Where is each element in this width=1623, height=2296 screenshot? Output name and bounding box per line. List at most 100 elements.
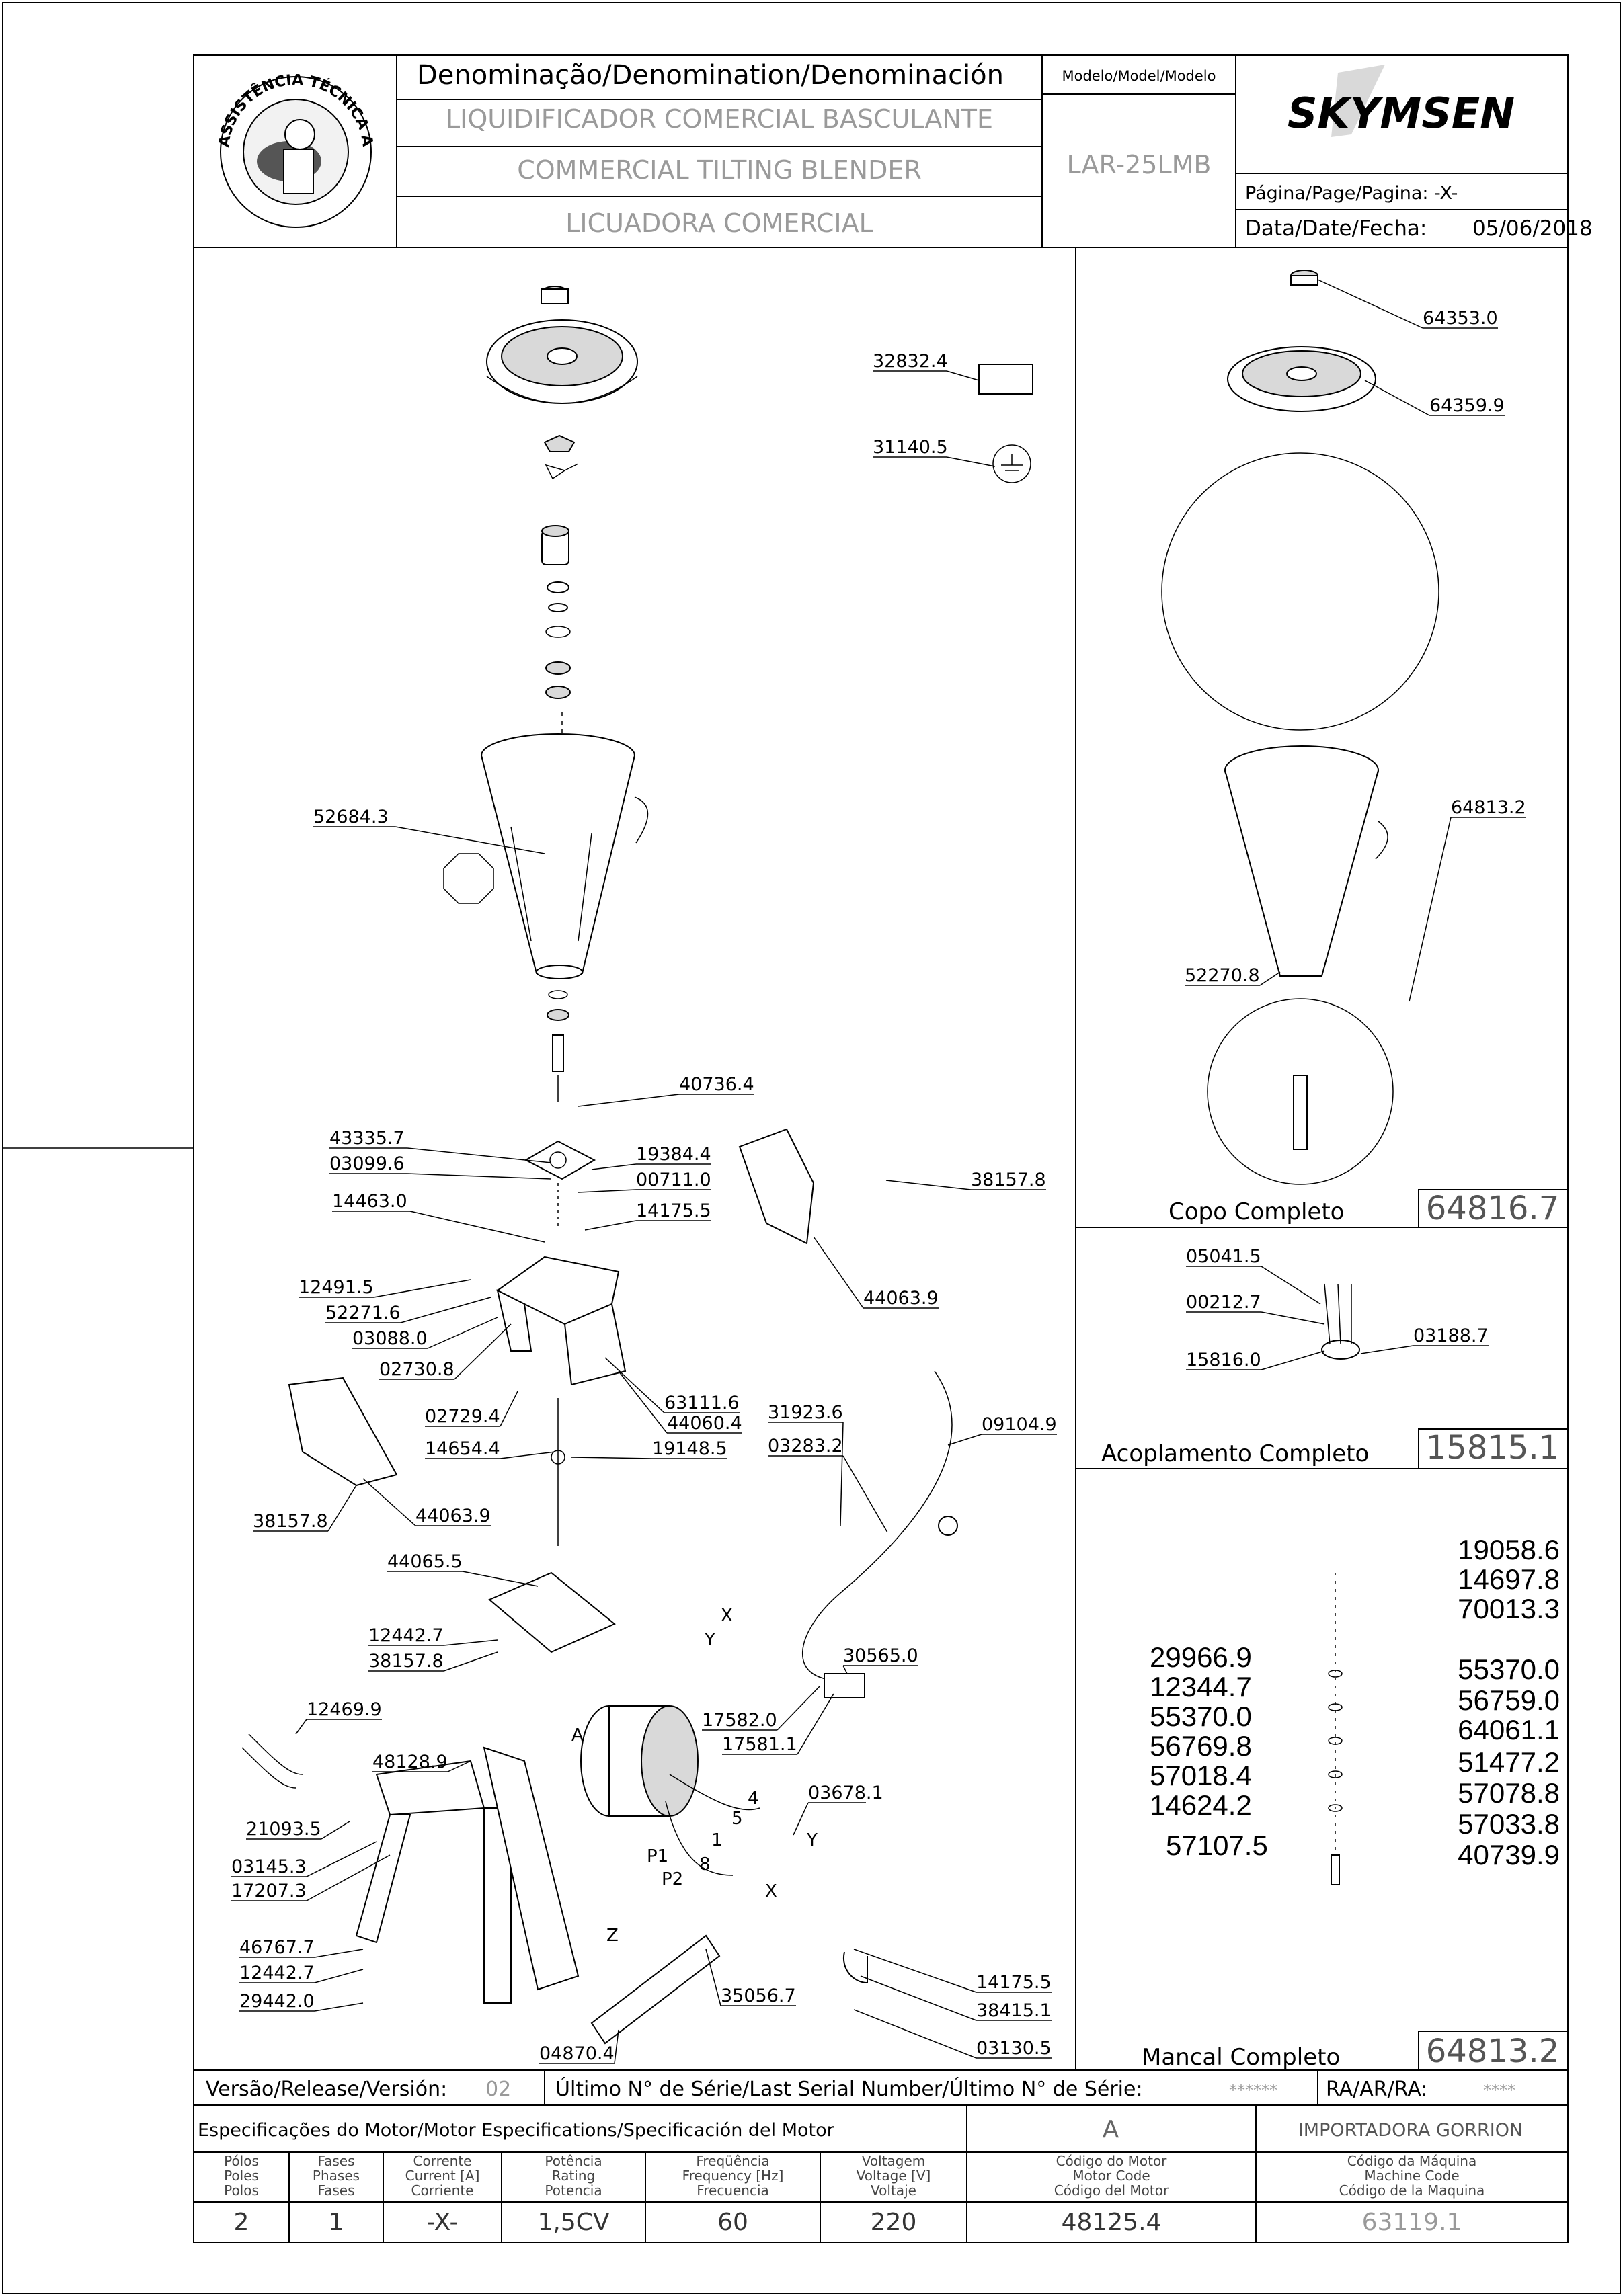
model-value: LAR-25LMB	[1067, 150, 1212, 179]
spec-header: Pólos	[224, 2153, 259, 2169]
part-label: 48128.9	[372, 1752, 448, 1772]
part-label: 09104.9	[982, 1414, 1057, 1435]
part-label: 31923.6	[768, 1402, 843, 1423]
drawing-frame	[193, 54, 1569, 2243]
wire-1: 1	[711, 1830, 723, 1850]
motor-spec-table: PólosPolesPolos2FasesPhasesFases1Corrent…	[224, 2153, 1485, 2236]
model-label: Modelo/Model/Modelo	[1062, 68, 1216, 84]
part-label: 03099.6	[329, 1153, 405, 1174]
mancal-title: Mancal Completo	[1142, 2044, 1340, 2071]
part-label: 44063.9	[863, 1288, 939, 1309]
acoplamento-label: 03188.7	[1413, 1325, 1489, 1346]
part-label: 12442.7	[368, 1625, 444, 1646]
part-label: 12442.7	[239, 1963, 315, 1983]
product-name-en: COMMERCIAL TILTING BLENDER	[517, 155, 922, 185]
part-label: 17582.0	[702, 1710, 777, 1731]
wire-5: 5	[731, 1809, 743, 1829]
spec-header: Polos	[224, 2182, 259, 2199]
version-label: Versão/Release/Versión:	[206, 2078, 447, 2101]
mancal-code: 64813.2	[1426, 2033, 1560, 2070]
mancal-left-code: 57107.5	[1166, 1830, 1268, 1861]
date-label: Data/Date/Fecha:	[1245, 216, 1427, 241]
wire-p1: P1	[647, 1846, 668, 1867]
part-label: 63111.6	[664, 1393, 740, 1413]
spec-value: -X-	[426, 2209, 458, 2236]
page-label: Página/Page/Pagina: -X-	[1245, 183, 1458, 204]
part-label: 02729.4	[425, 1406, 500, 1427]
mancal-view	[1328, 1573, 1343, 1885]
serial-value: ******	[1229, 2081, 1277, 2100]
serial-label: Último N° de Série/Last Serial Number/Úl…	[555, 2076, 1143, 2101]
mancal-right-code: 64061.1	[1458, 1714, 1560, 1746]
spec-header: Current [A]	[405, 2168, 480, 2184]
spec-header: Código do Motor	[1056, 2153, 1168, 2169]
spec-header: Voltagem	[862, 2153, 926, 2169]
spec-header: Poles	[224, 2168, 259, 2184]
mancal-right-code: 56759.0	[1458, 1684, 1560, 1716]
wire-y2: Y	[704, 1630, 715, 1650]
part-label: 30565.0	[843, 1645, 918, 1666]
copo-code-box	[1418, 1189, 1569, 1228]
acoplamento-label: 15816.0	[1186, 1350, 1261, 1370]
part-label: 00711.0	[636, 1170, 711, 1190]
part-label: 02730.8	[379, 1359, 454, 1380]
mancal-left-code: 29966.9	[1150, 1641, 1252, 1673]
mancal-right-code: 19058.6	[1458, 1534, 1560, 1565]
spec-header: Phases	[313, 2168, 360, 2184]
spec-value: 1	[329, 2209, 344, 2236]
mancal-right-code: 55370.0	[1458, 1653, 1560, 1685]
part-label: 38415.1	[976, 2000, 1052, 2021]
part-label: 12469.9	[307, 1699, 382, 1720]
mancal-right-codes: 19058.614697.870013.355370.056759.064061…	[1458, 1534, 1560, 1871]
wire-8: 8	[699, 1854, 711, 1875]
part-label: 46767.7	[239, 1937, 315, 1958]
spec-value: 60	[717, 2209, 748, 2236]
part-label: 44063.9	[415, 1506, 491, 1526]
spec-header: Frequency [Hz]	[682, 2168, 784, 2184]
part-label: 03088.0	[352, 1328, 428, 1349]
spec-header: Frecuencia	[697, 2182, 769, 2199]
spec-header: Fases	[317, 2182, 354, 2199]
acoplamento-code-box	[1418, 1428, 1569, 1469]
part-label: 31140.5	[873, 437, 948, 458]
copo-code: 64816.7	[1426, 1190, 1560, 1227]
ra-value: ****	[1483, 2081, 1515, 2100]
wire-x2: X	[721, 1606, 733, 1626]
spec-header: Voltage [V]	[857, 2168, 931, 2184]
part-label: 14654.4	[425, 1438, 500, 1459]
date-value: 05/06/2018	[1472, 216, 1593, 241]
mancal-left-code: 57018.4	[1150, 1760, 1252, 1791]
mancal-right-code: 57078.8	[1458, 1777, 1560, 1809]
part-label: 44060.4	[667, 1413, 742, 1434]
wire-p2: P2	[662, 1869, 683, 1889]
mancal-right-code: 70013.3	[1458, 1593, 1560, 1625]
part-label: 21093.5	[246, 1819, 321, 1840]
part-label: 14463.0	[332, 1191, 407, 1212]
wire-4: 4	[748, 1789, 759, 1809]
part-label: 52684.3	[313, 807, 389, 827]
brand-logo: SKYMSEN	[1288, 89, 1515, 138]
spec-header: Machine Code	[1364, 2168, 1459, 2184]
motor-spec-label: Especificações do Motor/Motor Especifica…	[198, 2120, 835, 2141]
spec-header: Corriente	[411, 2182, 474, 2199]
wire-x: X	[765, 1881, 777, 1901]
mancal-right-code: 57033.8	[1458, 1808, 1560, 1840]
spec-header: Código de la Maquina	[1339, 2182, 1485, 2199]
motor-letter: A	[1103, 2116, 1119, 2143]
mancal-left-code: 14624.2	[1150, 1789, 1252, 1821]
part-label: 29442.0	[239, 1991, 315, 2012]
spec-value: 220	[871, 2209, 917, 2236]
mancal-left-code: 12344.7	[1150, 1671, 1252, 1703]
brand-swoosh	[1331, 65, 1385, 137]
spec-header: Corrente	[413, 2153, 472, 2169]
copo-label: 52270.8	[1185, 965, 1260, 986]
copo-completo-view	[1161, 270, 1439, 1185]
product-name-pt: LIQUIDIFICADOR COMERCIAL BASCULANTE	[446, 104, 993, 134]
part-label: 35056.7	[721, 1985, 796, 2006]
mancal-right-code: 51477.2	[1458, 1746, 1560, 1778]
importer: IMPORTADORA GORRION	[1298, 2120, 1523, 2141]
copo-label: 64359.9	[1429, 395, 1505, 416]
